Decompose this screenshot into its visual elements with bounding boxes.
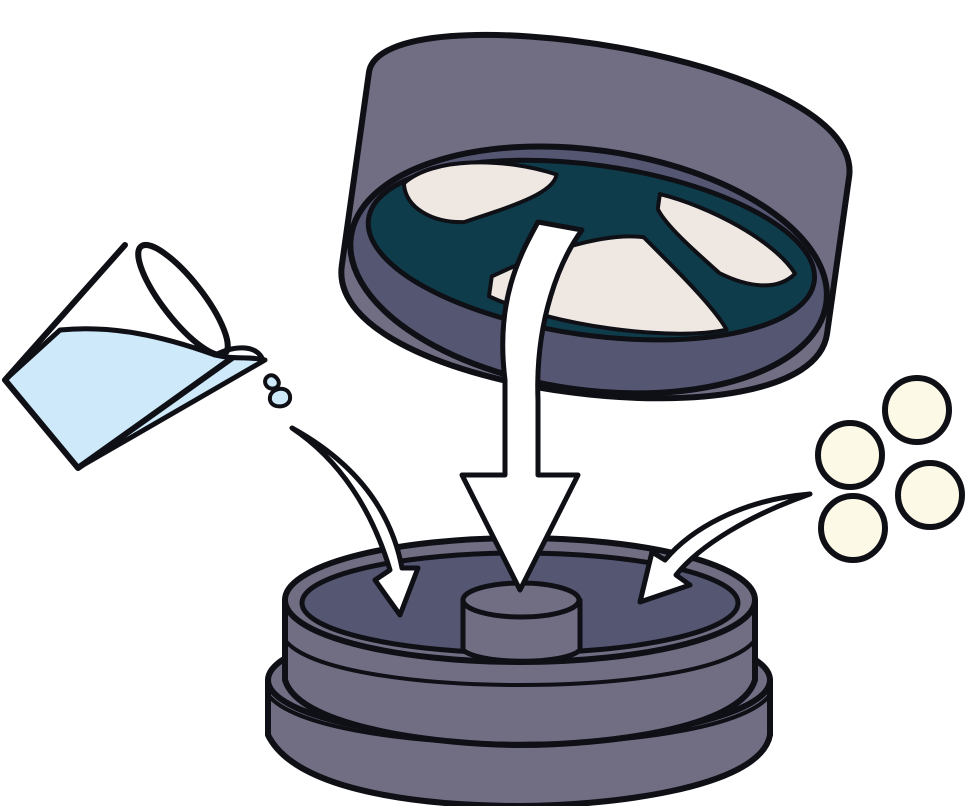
tablets (815, 375, 965, 563)
base-ring-line-2 (266, 693, 772, 746)
base-ring-line (283, 638, 757, 687)
tablet-3 (895, 460, 965, 530)
water-drop-1 (263, 373, 281, 391)
tablet-4 (818, 493, 888, 563)
filter-pad-left (401, 160, 559, 225)
cup-rim (135, 242, 231, 358)
arrow-water-to-base (289, 425, 421, 618)
measuring-cup (2, 242, 268, 471)
cup-body (2, 242, 235, 471)
arrow-tablets-to-base (637, 491, 813, 605)
water-drop-2 (267, 386, 293, 409)
base-housing (265, 535, 773, 806)
upper-cap (338, 31, 853, 402)
tablet-2 (815, 420, 885, 490)
water-drops (263, 373, 293, 409)
filter-pad-right (655, 192, 798, 288)
tablet-1 (882, 375, 952, 445)
arrows (289, 219, 813, 618)
arrow-cap-to-base (459, 219, 585, 593)
cup-spout (212, 345, 265, 361)
